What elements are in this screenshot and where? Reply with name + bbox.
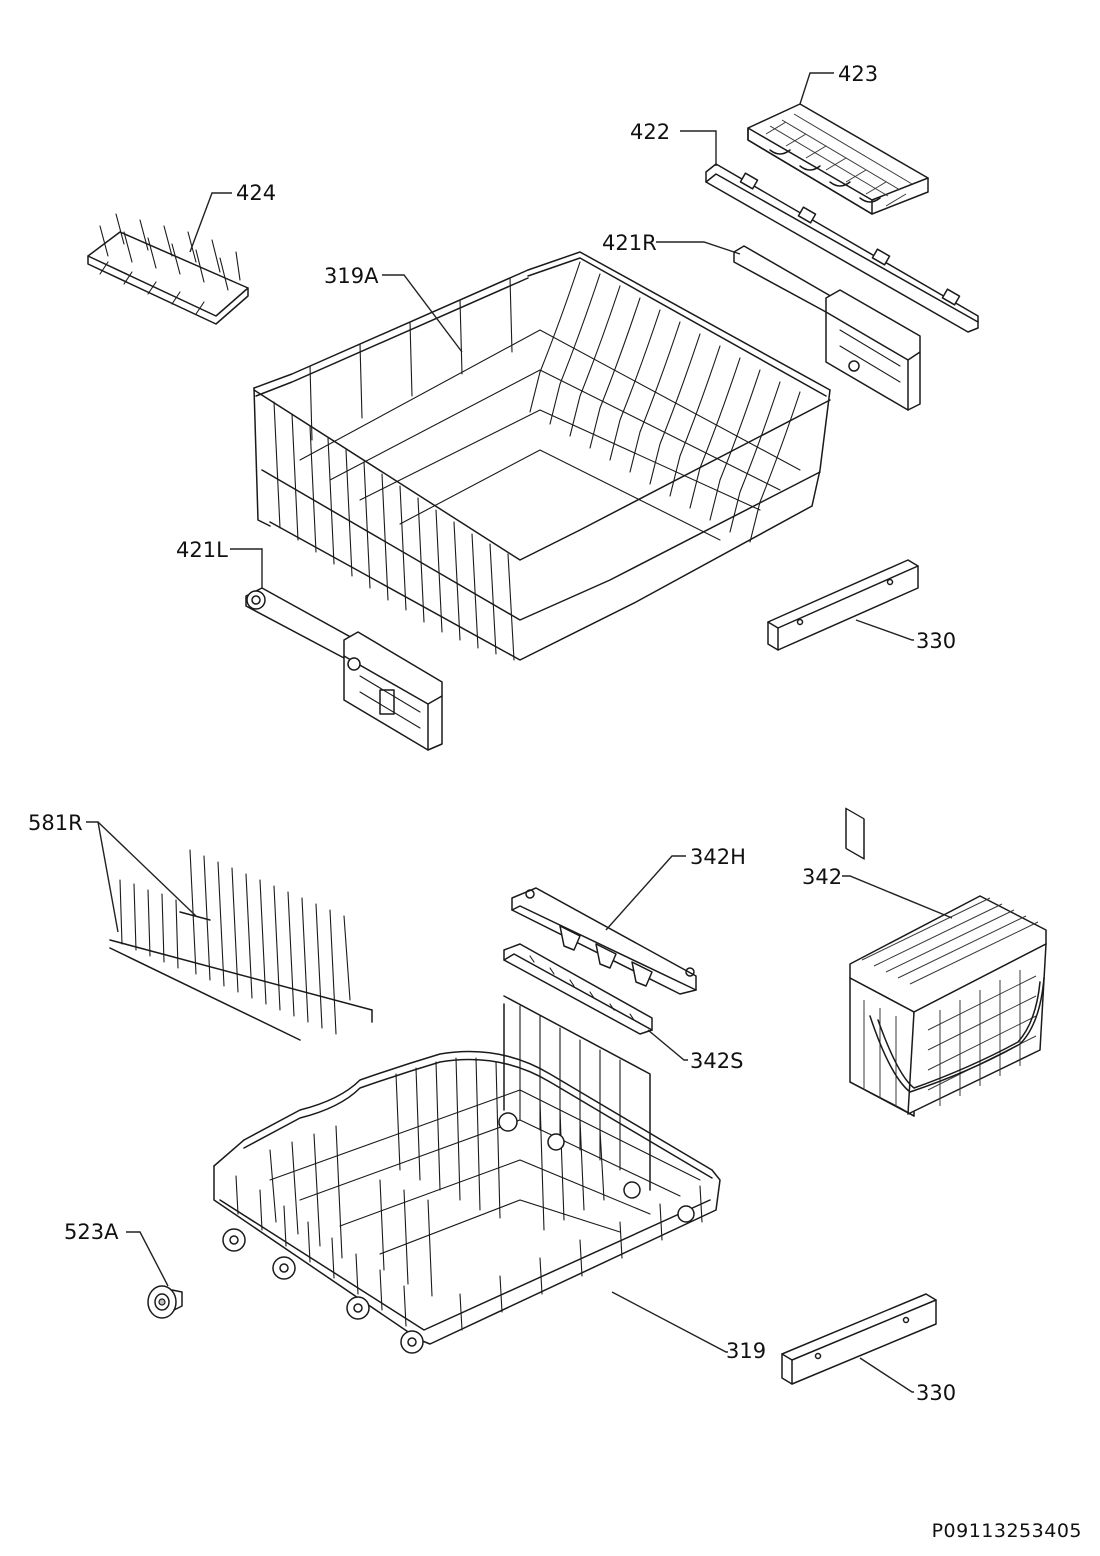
leader-421L: [230, 548, 263, 588]
part-330-lower-runner-cover: [781, 1293, 937, 1385]
label-330-lower: 330: [916, 1381, 956, 1405]
label-424: 424: [236, 181, 276, 205]
leader-342S: [647, 1029, 688, 1061]
label-421L: 421L: [176, 538, 228, 562]
leader-523A: [126, 1231, 169, 1287]
part-421R-right-bracket: [733, 245, 921, 860]
leader-424: [189, 192, 232, 253]
leader-421R: [656, 241, 741, 255]
part-319A-upper-basket: [253, 251, 831, 661]
label-523A: 523A: [64, 1220, 119, 1244]
drawing-code: P09113253405: [931, 1520, 1082, 1542]
leader-342H: [605, 855, 686, 931]
part-319-lower-basket: [213, 995, 721, 1354]
part-421L-left-bracket: [245, 587, 443, 751]
part-342-cutlery-basket: [849, 895, 1047, 1117]
part-342H-handle: [511, 887, 697, 995]
leader-423: [799, 72, 834, 105]
label-422: 422: [630, 120, 670, 144]
leader-330-lower: [859, 1357, 914, 1393]
label-319: 319: [726, 1339, 766, 1363]
part-342S-strip: [503, 943, 653, 1035]
leader-330-upper: [855, 619, 914, 641]
part-581R-tine-rack: [109, 849, 373, 1041]
label-330-upper: 330: [916, 629, 956, 653]
label-423: 423: [838, 62, 878, 86]
leader-319A: [382, 274, 463, 353]
label-421R: 421R: [602, 231, 657, 255]
leader-342: [842, 875, 953, 919]
label-342: 342: [802, 865, 842, 889]
label-342S: 342S: [690, 1049, 743, 1073]
leader-319: [611, 1291, 728, 1353]
part-424-tine-insert: [87, 213, 249, 325]
label-342H: 342H: [690, 845, 746, 869]
leader-422: [680, 130, 717, 166]
part-330-upper-runner-cover: [767, 559, 919, 651]
label-581R: 581R: [28, 811, 83, 835]
label-319A: 319A: [324, 264, 379, 288]
leader-581R: [86, 821, 197, 933]
part-523A-wheel: [147, 1285, 183, 1319]
basket-wheels: [222, 1181, 695, 1354]
